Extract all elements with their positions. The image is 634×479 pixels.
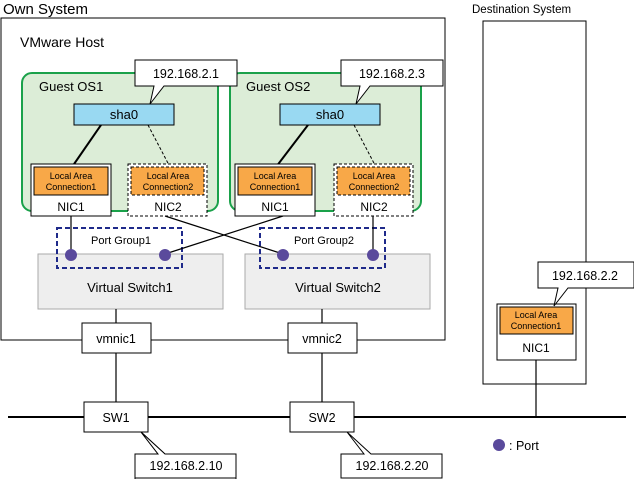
port-dot: [65, 249, 77, 261]
guest1-ip: 192.168.2.1: [153, 67, 219, 81]
guest2-lac2-line2: Connection2: [349, 182, 400, 192]
sw1-ip: 192.168.2.10: [150, 459, 223, 473]
guest2-sha0-label: sha0: [316, 107, 344, 122]
legend-port-label: : Port: [509, 439, 539, 453]
guest-os1-label: Guest OS1: [39, 79, 103, 94]
guest1-sha-nic1-line: [71, 124, 102, 168]
destination-lac1-line1: Local Area: [515, 310, 558, 320]
guest1-sha-nic2-line: [147, 124, 171, 168]
guest1-lac2-line1: Local Area: [147, 171, 190, 181]
destination-ip: 192.168.2.2: [552, 269, 618, 283]
vmnic2-label: vmnic2: [302, 332, 342, 346]
sw2-ip-outline: [340, 431, 443, 479]
guest1-sha0-label: sha0: [110, 107, 138, 122]
guest2-sha-nic1-line: [275, 124, 309, 168]
guest2-lac1-line2: Connection1: [250, 182, 301, 192]
guest2-ip: 192.168.2.3: [359, 67, 425, 81]
destination-lac1: [499, 306, 574, 335]
sw2-ip: 192.168.2.20: [356, 459, 429, 473]
sw1-ip-outline: [134, 431, 237, 479]
guest2-nic2-label: NIC2: [360, 200, 388, 214]
virtual-switch2: [244, 253, 431, 310]
destination-ip-callout: [537, 261, 634, 307]
guest2-sha0: [279, 103, 381, 126]
port-group2: [259, 227, 386, 269]
sw2-label: SW2: [308, 411, 335, 425]
destination-nic1-label: NIC1: [522, 341, 550, 355]
virtual-switch2-label: Virtual Switch2: [295, 280, 381, 295]
guest2-lac1: [237, 166, 313, 196]
sw1-box: [83, 401, 149, 433]
guest1-lac2-line2: Connection2: [143, 182, 194, 192]
sw1-label: SW1: [102, 411, 129, 425]
vmnic2-box: [287, 322, 358, 354]
guest2-nic1-label: NIC1: [261, 200, 289, 214]
guest1-lac1-line2: Connection1: [46, 182, 97, 192]
guest2-lac2: [336, 166, 411, 196]
virtual-switch1-label: Virtual Switch1: [87, 280, 173, 295]
legend-port-icon: [493, 439, 505, 451]
virtual-switch1: [37, 253, 224, 310]
port-dot: [277, 249, 289, 261]
vmnic1-label: vmnic1: [96, 332, 136, 346]
port-group2-label: Port Group2: [294, 235, 354, 247]
guest2-ip-callout: [340, 59, 444, 105]
g2-nic1-to-pg1: [164, 215, 284, 255]
port-dot: [159, 249, 171, 261]
guest1-nic1-label: NIC1: [57, 200, 85, 214]
guest2-lac1-line1: Local Area: [254, 171, 297, 181]
destination-system-title: Destination System: [472, 4, 571, 16]
guest1-sha0: [73, 103, 175, 126]
guest1-lac1-line1: Local Area: [50, 171, 93, 181]
vmnic1-box: [81, 322, 152, 354]
port-dot: [367, 249, 379, 261]
guest2-sha-nic2-line: [353, 124, 377, 168]
own-system-title: Own System: [3, 1, 88, 18]
guest1-lac1: [33, 166, 109, 196]
guest1-nic2-label: NIC2: [154, 200, 182, 214]
guest1-lac2: [130, 166, 205, 196]
sw2-box: [289, 401, 355, 433]
guest-os2-label: Guest OS2: [246, 79, 310, 94]
guest2-lac2-line1: Local Area: [353, 171, 396, 181]
vmware-host-title: VMware Host: [20, 34, 104, 50]
destination-lac1-line2: Connection1: [511, 321, 562, 331]
guest1-ip-callout: [134, 59, 238, 105]
port-group1-label: Port Group1: [91, 235, 151, 247]
